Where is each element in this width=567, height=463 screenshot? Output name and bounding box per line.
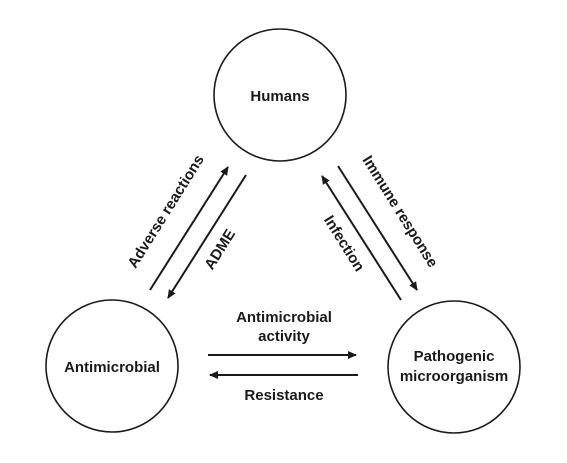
immune-response-arrow (337, 165, 418, 291)
node-pathogenic-microorganism: Pathogenic microorganism (387, 300, 521, 434)
antimicrobial-label: Antimicrobial (64, 359, 160, 376)
pathogen-label-line1: Pathogenic (414, 348, 495, 365)
adme-label: ADME (201, 226, 239, 272)
adverse-reactions-arrow (149, 166, 229, 291)
node-humans: Humans (213, 28, 347, 162)
pathogen-label-line2: microorganism (400, 368, 508, 385)
humans-circle (213, 28, 347, 162)
humans-label: Humans (250, 88, 309, 105)
antimicrobial-activity-label-line1: Antimicrobial (236, 309, 332, 326)
pathogen-circle (387, 300, 521, 434)
node-antimicrobial: Antimicrobial (45, 299, 179, 433)
infection-label: Infection (320, 213, 368, 275)
antimicrobial-activity-label-line2: activity (258, 328, 310, 345)
antimicrobial-circle (45, 299, 179, 433)
adme-arrow (167, 174, 247, 299)
infection-arrow (321, 175, 402, 301)
resistance-label: Resistance (244, 387, 323, 404)
